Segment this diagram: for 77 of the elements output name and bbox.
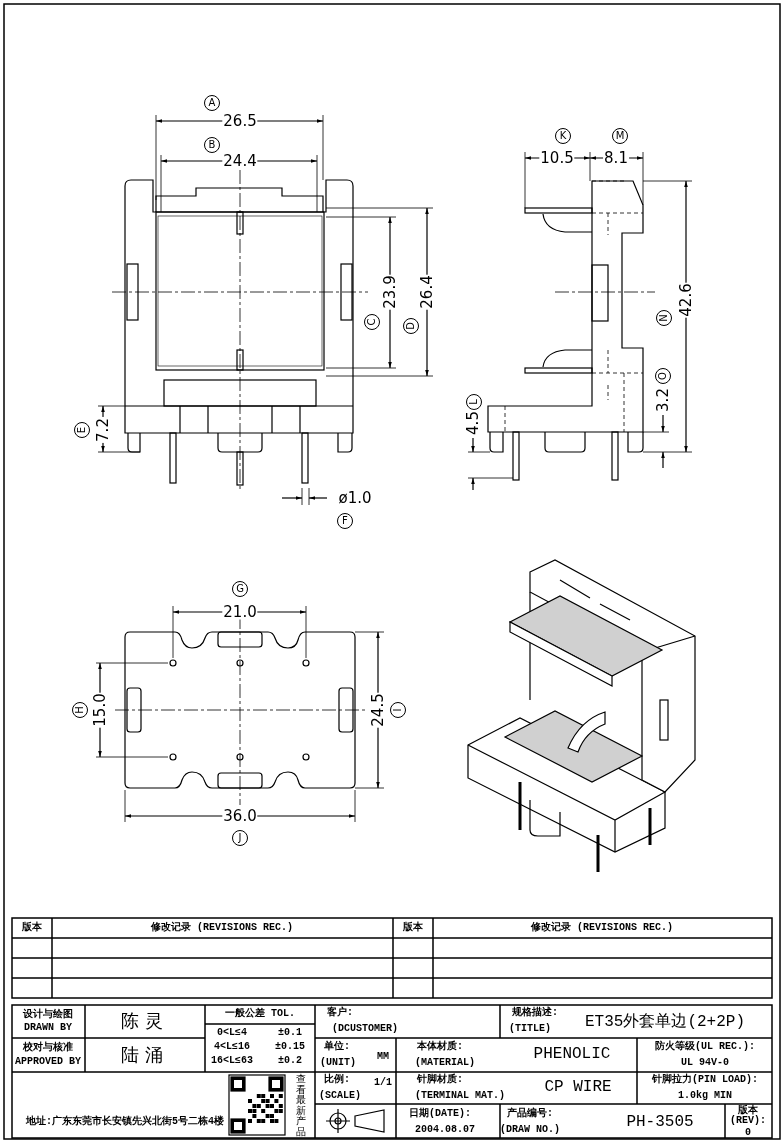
- table-cell: 规格描述:: [512, 1008, 558, 1018]
- table-cell: 0: [745, 1128, 751, 1138]
- table-cell: (DCUSTOMER): [332, 1024, 398, 1034]
- table-cell: 16<L≤63: [211, 1056, 253, 1066]
- dimension-letter: H: [72, 702, 88, 718]
- dimension-value: 4.5: [465, 410, 481, 436]
- column-header: 修改记录 (REVISIONS REC.): [531, 923, 673, 933]
- column-header: 版本: [22, 923, 42, 933]
- table-cell: PH-3505: [626, 1114, 694, 1130]
- dimension-value: 3.2: [655, 387, 671, 413]
- dimension-value: ø1.0: [337, 490, 373, 506]
- table-cell: 比例:: [324, 1075, 350, 1085]
- table-cell: 陆涌: [121, 1046, 169, 1064]
- table-cell: CP WIRE: [544, 1079, 612, 1095]
- dimension-value: 26.5: [222, 113, 258, 129]
- table-cell: 校对与核准: [23, 1043, 73, 1053]
- table-cell: ET35外套单边(2+2P): [585, 1014, 745, 1030]
- address-text: 地址:广东东莞市长安镇先兴北街5号二栋4楼: [26, 1117, 224, 1127]
- table-cell: 针脚材质:: [417, 1075, 463, 1085]
- dimension-letter: G: [232, 581, 248, 597]
- dimension-letter: K: [555, 128, 571, 144]
- dimension-letter: B: [204, 137, 220, 153]
- dimension-value: 24.5: [370, 692, 386, 728]
- table-cell: 日期(DATE):: [409, 1109, 471, 1119]
- table-cell: 一般公差 TOL.: [225, 1009, 295, 1019]
- dimension-letter: M: [612, 128, 628, 144]
- dimension-value: 26.4: [419, 274, 435, 310]
- table-cell: ±0.15: [275, 1042, 305, 1052]
- qr-caption: 查看最新产品: [295, 1073, 307, 1137]
- table-cell: MM: [377, 1052, 389, 1062]
- table-cell: 0<L≤4: [217, 1028, 247, 1038]
- dimension-letter: E: [74, 422, 90, 438]
- table-cell: APPROVED BY: [15, 1057, 81, 1067]
- table-cell: 针脚拉力(PIN LOAD):: [652, 1075, 758, 1085]
- table-cell: 产品编号:: [507, 1109, 553, 1119]
- dimension-value: 23.9: [382, 274, 398, 310]
- dimension-letter: A: [204, 95, 220, 111]
- table-cell: 本体材质:: [417, 1042, 463, 1052]
- dimension-value: 7.2: [95, 417, 111, 443]
- dimension-letter: D: [403, 318, 419, 334]
- table-cell: 防火等级(UL REC.):: [655, 1042, 755, 1052]
- column-header: 修改记录 (REVISIONS REC.): [151, 923, 293, 933]
- dimension-letter: C: [364, 314, 380, 330]
- table-cell: ±0.1: [278, 1028, 302, 1038]
- table-cell: DRAWN BY: [24, 1023, 72, 1033]
- table-cell-text: 版本(REV):: [729, 1106, 767, 1126]
- dimension-value: 24.4: [222, 153, 258, 169]
- table-cell: 陈灵: [121, 1012, 169, 1030]
- dimension-letter: I: [390, 702, 406, 718]
- dimension-value: 21.0: [222, 604, 258, 620]
- table-cell: 4<L≤16: [214, 1042, 250, 1052]
- table-cell: (SCALE): [319, 1091, 361, 1101]
- table-cell: 单位:: [324, 1042, 350, 1052]
- table-cell: ±0.2: [278, 1056, 302, 1066]
- table-cell: (UNIT): [320, 1058, 356, 1068]
- dimension-letter: O: [655, 368, 671, 384]
- dimension-value: 36.0: [222, 808, 258, 824]
- dimension-value: 10.5: [539, 150, 575, 166]
- column-header: 版本: [403, 923, 423, 933]
- table-cell: (DRAW NO.): [500, 1125, 560, 1135]
- dimension-value: 42.6: [678, 282, 694, 318]
- table-cell: PHENOLIC: [533, 1046, 611, 1062]
- table-cell: UL 94V-0: [681, 1058, 729, 1068]
- table-cell: 1/1: [374, 1078, 392, 1088]
- table-cell: 1.0kg MIN: [678, 1091, 732, 1101]
- dimension-letter: N: [656, 310, 672, 326]
- dimension-letter: L: [466, 394, 482, 410]
- dimension-value: 8.1: [603, 150, 629, 166]
- dimension-letter: F: [337, 513, 353, 529]
- table-cell: 2004.08.07: [415, 1125, 475, 1135]
- table-cell: (TERMINAL MAT.): [415, 1091, 505, 1101]
- table-cell: 客户:: [327, 1008, 353, 1018]
- table-cell: (MATERIAL): [415, 1058, 475, 1068]
- dimension-value: 15.0: [92, 692, 108, 728]
- table-cell: (TITLE): [509, 1024, 551, 1034]
- table-cell: 设计与绘图: [23, 1010, 73, 1020]
- dimension-letter: J: [232, 830, 248, 846]
